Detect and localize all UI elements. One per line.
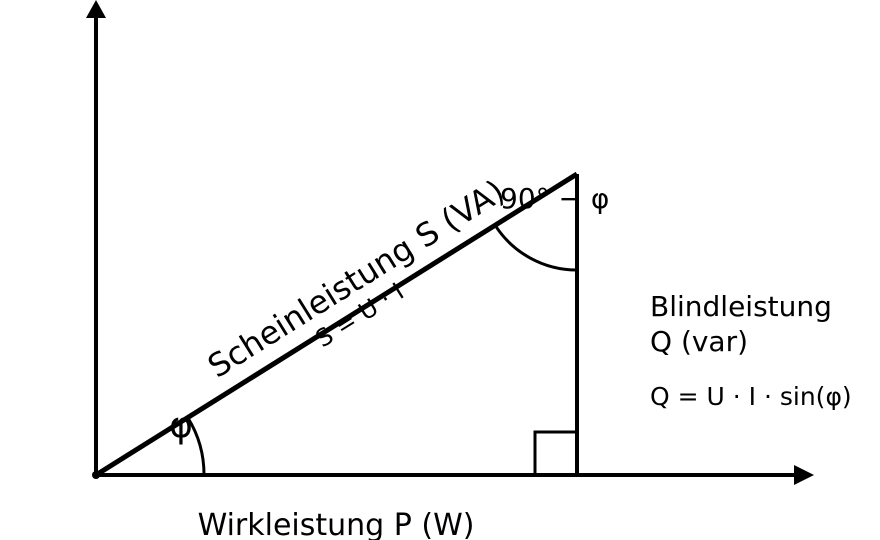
label-angle-phi: φ xyxy=(169,405,193,446)
angle-arc-phi xyxy=(186,417,206,476)
vertical-axis-arrowhead xyxy=(86,0,106,18)
origin-point xyxy=(92,471,100,479)
label-reactive-formula: Q = U · I · sin(φ) xyxy=(650,382,852,411)
apparent-power-line xyxy=(94,171,579,478)
label-active-power: Wirkleistung P (W) xyxy=(198,508,475,540)
right-angle-marker xyxy=(533,430,577,475)
label-angle-complement: 90° − φ xyxy=(500,182,609,215)
label-reactive-power-line1: Blindleistung xyxy=(650,290,832,323)
label-reactive-power-line2: Q (var) xyxy=(650,325,748,358)
label-apparent-power: Scheinleistung S (VA) xyxy=(201,172,511,385)
angle-arc-complement xyxy=(493,224,578,272)
horizontal-axis-arrowhead xyxy=(794,465,814,485)
